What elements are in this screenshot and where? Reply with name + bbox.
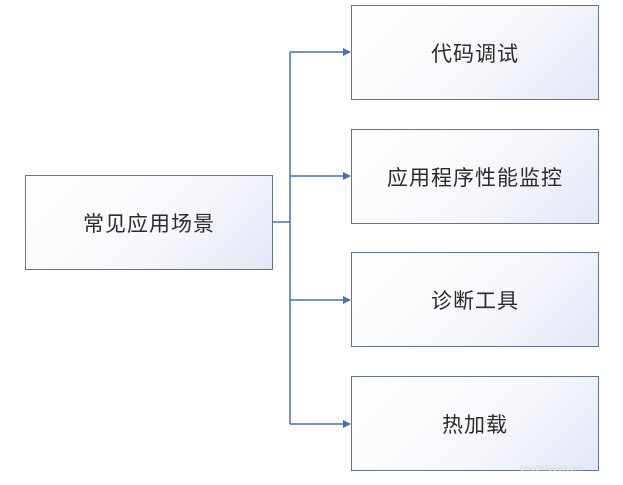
child-node-hot-reload: 热加载: [351, 376, 599, 471]
child-node-diagnostic-tools: 诊断工具: [351, 252, 599, 347]
root-node: 常见应用场景: [25, 175, 273, 270]
child-node-label: 热加载: [442, 412, 508, 437]
child-node-label: 应用程序性能监控: [387, 165, 563, 190]
child-node-label: 代码调试: [431, 41, 519, 66]
watermark-text: bhcdnfaee.com: [520, 464, 582, 473]
child-node-app-performance-monitoring: 应用程序性能监控: [351, 129, 599, 224]
root-node-label: 常见应用场景: [83, 211, 215, 236]
child-node-label: 诊断工具: [431, 288, 519, 313]
child-node-code-debugging: 代码调试: [351, 5, 599, 100]
